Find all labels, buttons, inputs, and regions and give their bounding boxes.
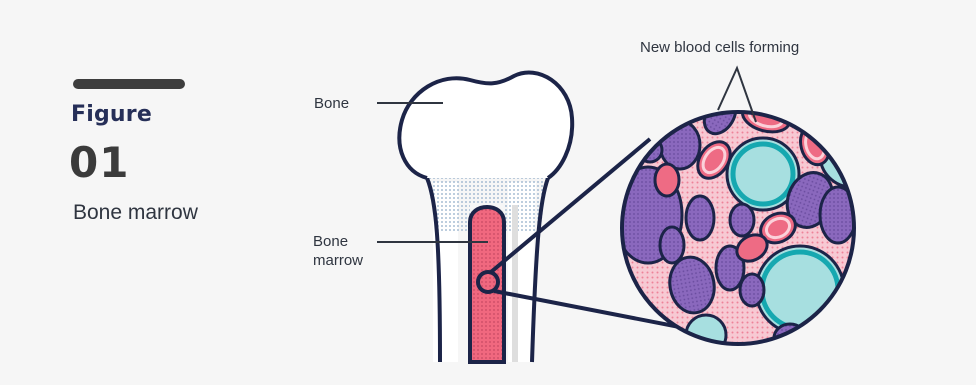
magnified-view	[614, 91, 884, 355]
red-cell	[655, 164, 679, 196]
white-cell	[730, 204, 754, 236]
marrow-sample-circle	[478, 272, 498, 292]
bone-label: Bone	[314, 95, 349, 112]
white-cell	[660, 227, 684, 263]
white-cell	[740, 274, 764, 306]
new-blood-cells-label: New blood cells forming	[640, 39, 799, 56]
marrow-cavity	[470, 207, 504, 362]
white-cell	[686, 196, 714, 240]
stem-cell	[756, 246, 844, 334]
bone-marrow-label-line2: marrow	[313, 252, 363, 269]
bone-marrow-label-line1: Bone	[313, 233, 348, 250]
white-cell	[822, 316, 854, 344]
